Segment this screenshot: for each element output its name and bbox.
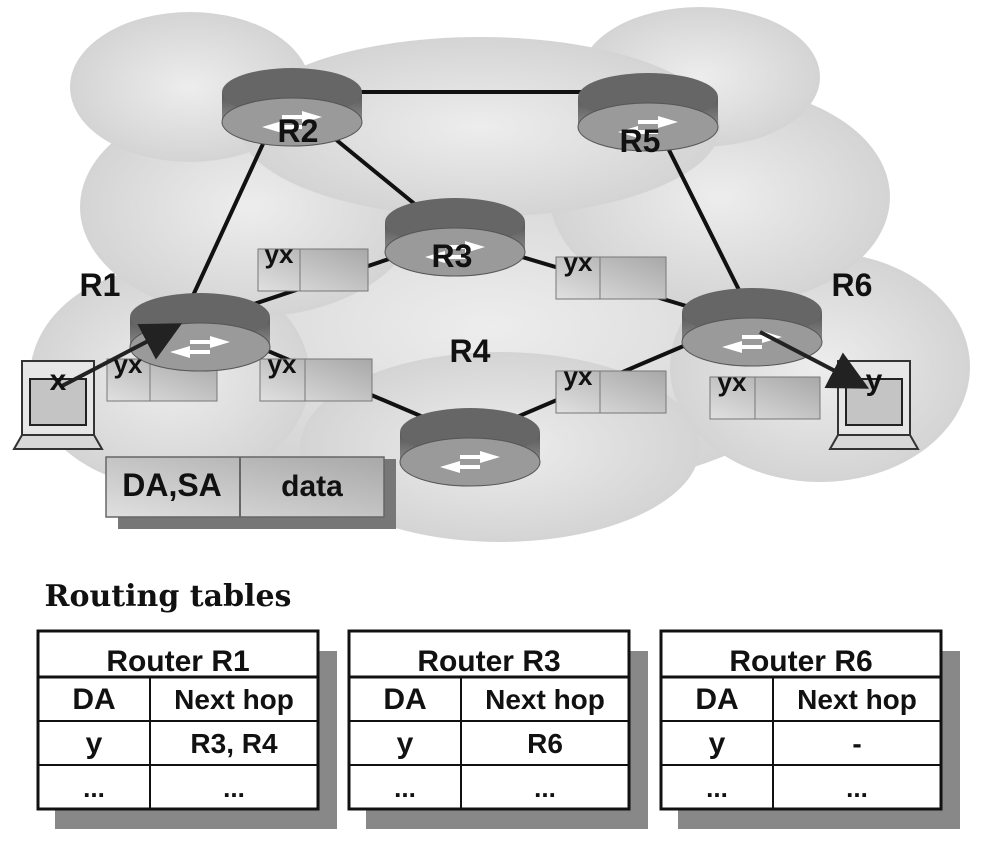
packet-r1-r3 (257, 248, 369, 292)
router-r6 (681, 288, 823, 367)
routing-tables-caption-text: Routing tables (45, 579, 292, 614)
packet-format-legend (105, 456, 396, 529)
arrow-x-to-r1 (59, 323, 183, 389)
packet-near-y (709, 376, 821, 420)
packet-tag: yx (718, 367, 747, 397)
routing-table-r6 (659, 629, 960, 829)
packet-tag: yx (268, 349, 297, 379)
path-arrows (59, 323, 870, 389)
router-r3 (384, 198, 526, 277)
table-r3-row2-da: ... (394, 773, 416, 803)
table-r6-header-nexthop: Next hop (797, 684, 917, 715)
packets (106, 248, 821, 420)
packet-tag: yx (114, 349, 143, 379)
router-label-r5: R5 (620, 123, 661, 159)
table-r3-header-nexthop: Next hop (485, 684, 605, 715)
router-label-r2: R2 (278, 113, 319, 149)
table-r3-header-da: DA (383, 683, 426, 716)
table-r6-row1-da: y (709, 727, 726, 760)
router-label-r1: R1 (80, 267, 121, 303)
table-r3-row1-nexthop: R6 (527, 728, 563, 759)
router-r2 (221, 68, 363, 147)
host-y-label: y (866, 364, 883, 397)
table-r1-header-nexthop: Next hop (174, 684, 294, 715)
host-x-label: x (50, 364, 67, 397)
table-r6-row2-da: ... (706, 773, 728, 803)
table-r1-row2-nexthop: ... (223, 773, 245, 803)
router-r4 (399, 408, 541, 487)
routing-tables-section: Routing tables (36, 629, 960, 829)
packet-r4-r6 (555, 370, 667, 414)
router-label-r4: R4 (450, 333, 491, 369)
packet-address-label: DA,SA (122, 467, 222, 503)
router-label-r3: R3 (432, 238, 473, 274)
table-r6-header-da: DA (695, 683, 738, 716)
routing-table-r1 (36, 629, 337, 829)
packet-data-label: data (281, 470, 343, 503)
packet-r1-r4 (259, 358, 373, 402)
routing-table-r3 (347, 629, 648, 829)
table-r1-row2-da: ... (83, 773, 105, 803)
table-r1-row1-nexthop: R3, R4 (190, 728, 278, 759)
packet-tag: yx (564, 247, 593, 277)
table-r6-row2-nexthop: ... (846, 773, 868, 803)
packet-r3-r6 (555, 256, 667, 300)
routers (129, 68, 823, 487)
packet-tag: yx (265, 239, 294, 269)
table-r6-row1-nexthop: - (852, 728, 861, 759)
table-r6-title: Router R6 (729, 645, 872, 678)
table-r3-row1-da: y (397, 727, 414, 760)
table-r1-title: Router R1 (106, 645, 249, 678)
table-r1-header-da: DA (72, 683, 115, 716)
router-r5 (577, 73, 719, 152)
packet-tag: yx (564, 361, 593, 391)
table-r3-title: Router R3 (417, 645, 560, 678)
table-r3-row2-nexthop: ... (534, 773, 556, 803)
table-r1-row1-da: y (86, 727, 103, 760)
router-label-r6: R6 (832, 267, 873, 303)
arrow-r6-to-y (759, 330, 870, 389)
